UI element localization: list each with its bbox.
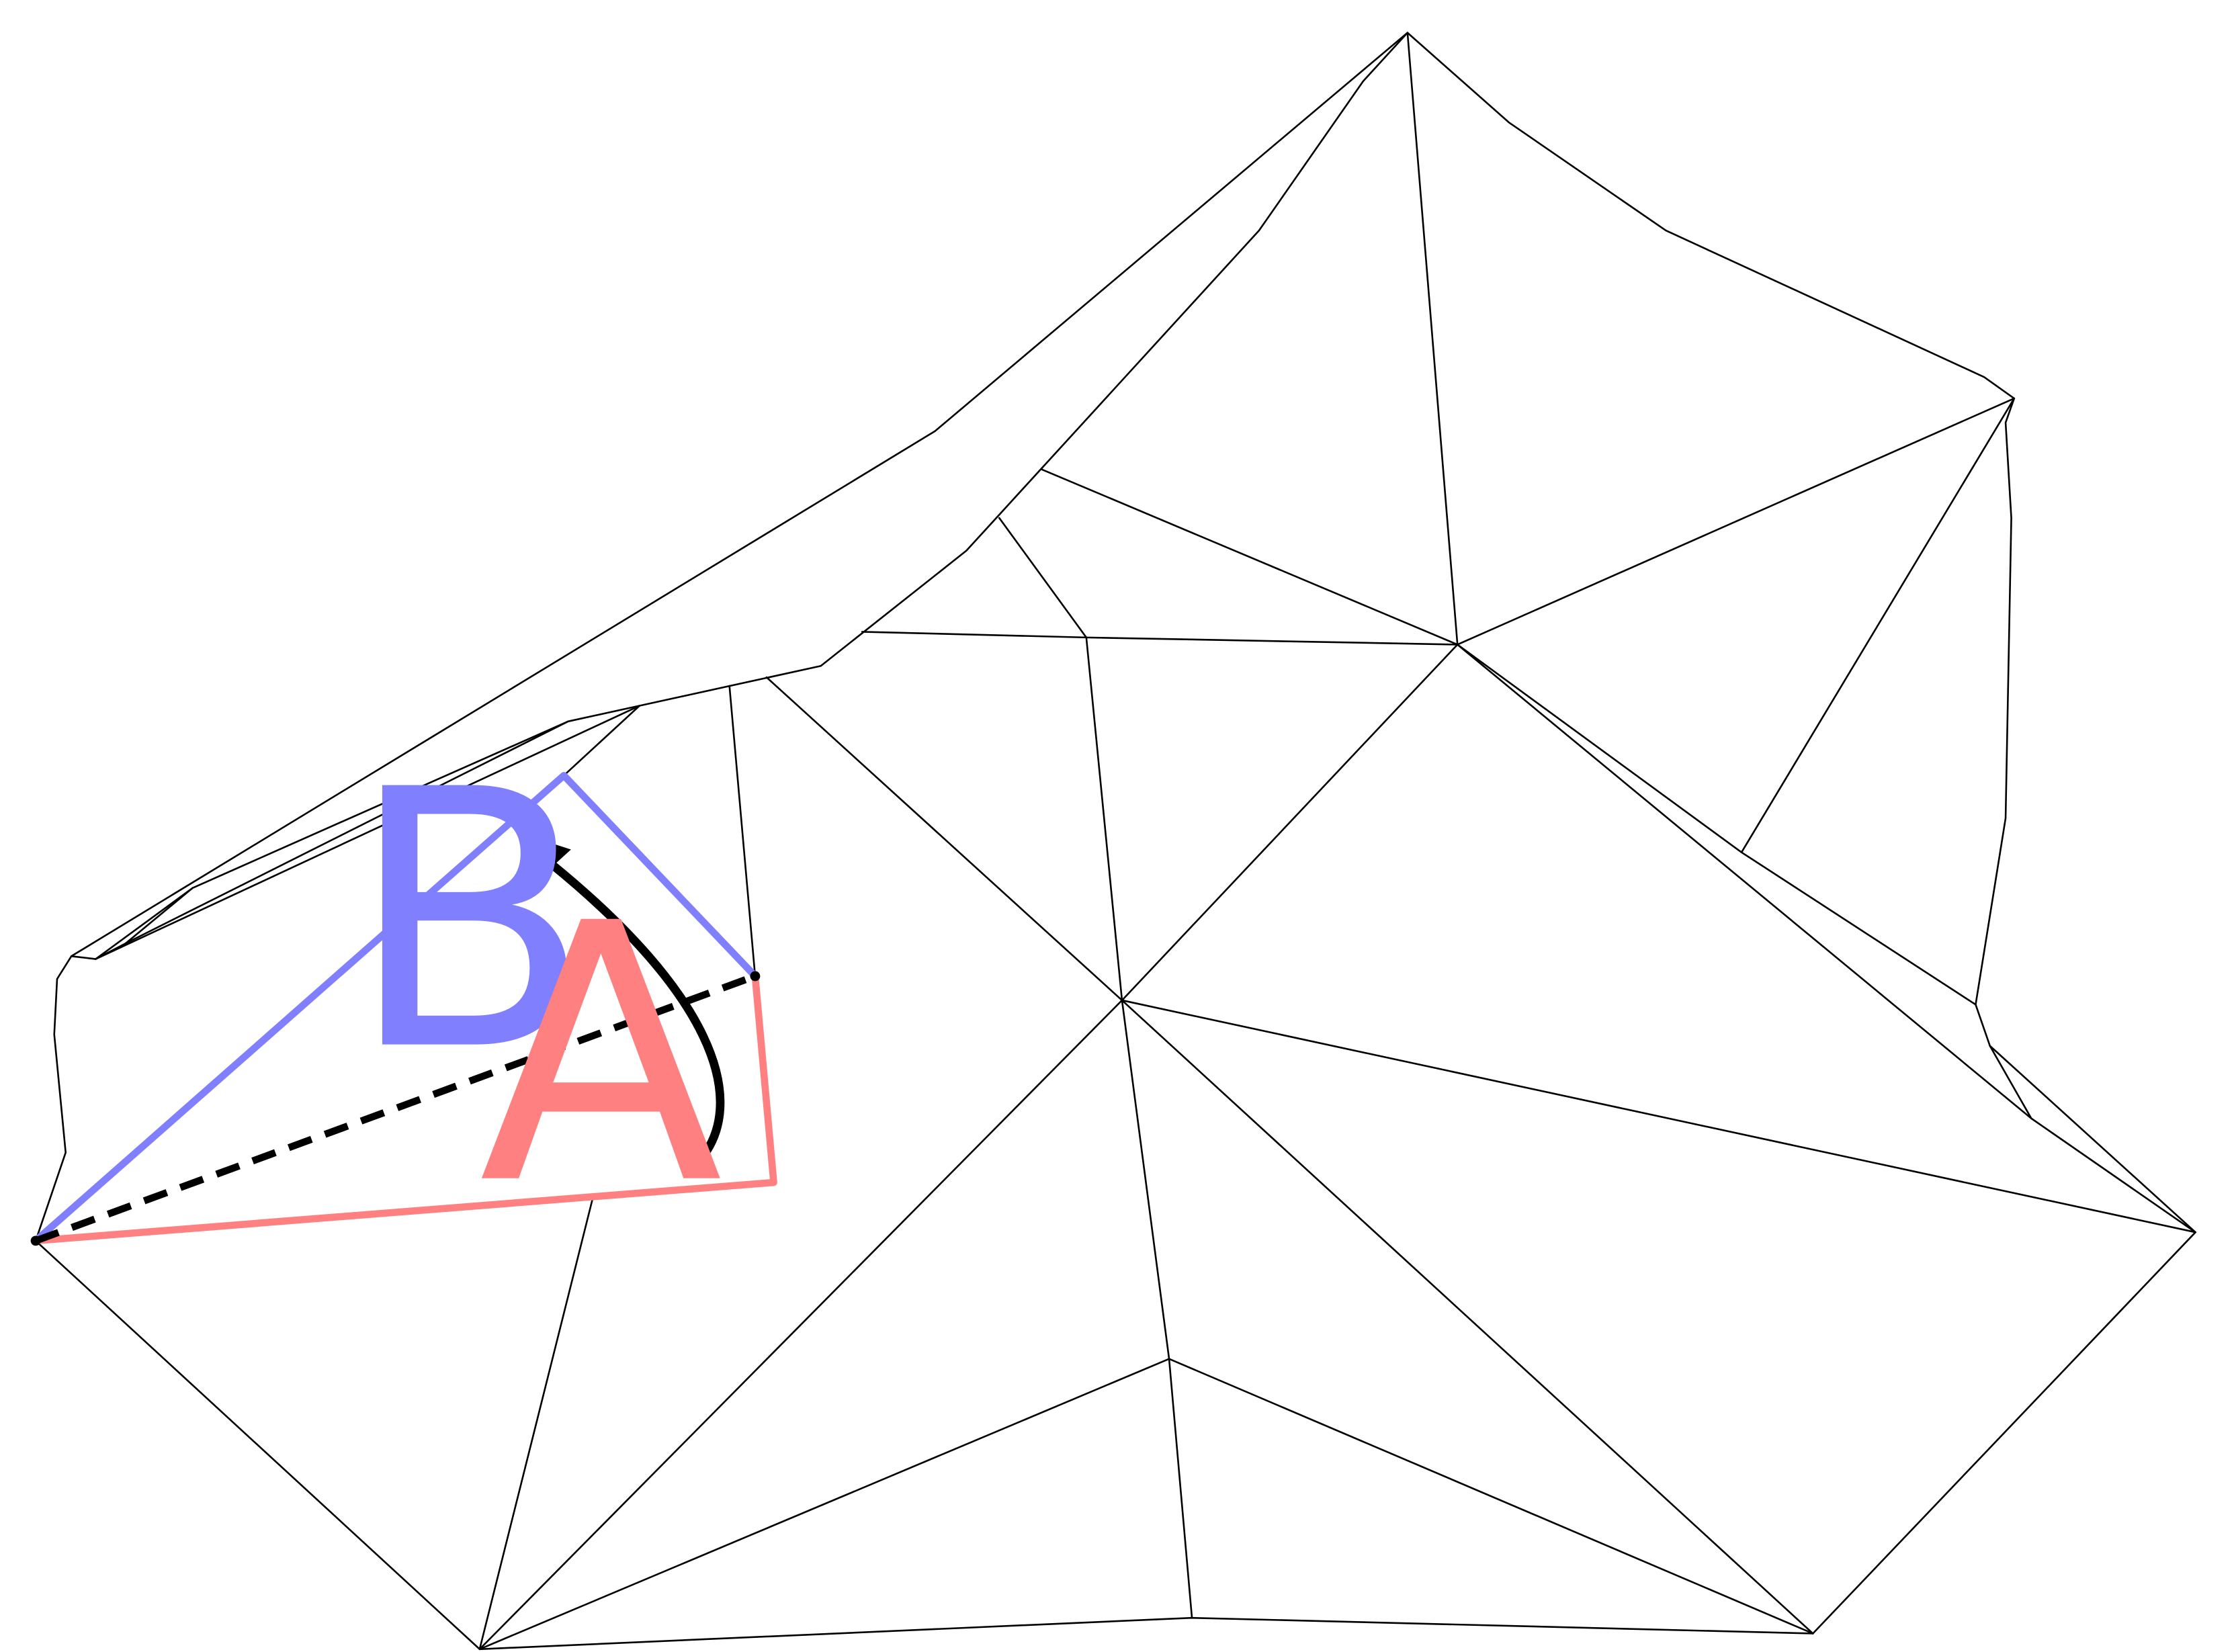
mesh-edge bbox=[1408, 33, 1457, 645]
mesh-edge bbox=[1042, 470, 1457, 645]
mesh-edge bbox=[1122, 1000, 1192, 1618]
mesh-edge bbox=[126, 888, 193, 944]
flip-arrow bbox=[546, 859, 725, 1156]
mesh-edge bbox=[480, 1199, 593, 1649]
mesh-edge bbox=[95, 706, 639, 959]
flip-diagonal bbox=[34, 972, 757, 1244]
mesh-edge bbox=[1457, 398, 2014, 644]
vertex-marker bbox=[750, 971, 761, 982]
vertex-marker bbox=[30, 1235, 41, 1246]
flip-arrow-head bbox=[522, 834, 571, 883]
mesh-edge bbox=[1122, 1000, 1813, 1634]
mesh-edge bbox=[862, 632, 1457, 644]
mesh-edge bbox=[1990, 1046, 2196, 1232]
mesh-edge bbox=[36, 33, 2196, 1649]
triangle-a-outline bbox=[35, 975, 777, 1245]
mesh-edge bbox=[1457, 644, 2031, 1118]
mesh-edge bbox=[71, 33, 1408, 959]
mesh-edge bbox=[1086, 638, 1122, 1000]
mesh-edge bbox=[1169, 1359, 1813, 1634]
mesh-edge bbox=[1122, 644, 1457, 1000]
mesh-edge bbox=[1122, 1000, 2196, 1232]
mesh-edge bbox=[1457, 644, 1975, 1004]
label-b: B bbox=[347, 715, 592, 1129]
label-a: A bbox=[479, 849, 724, 1262]
mesh-edge bbox=[1742, 398, 2014, 853]
mesh-edge bbox=[480, 1359, 1169, 1649]
triangle-b-outline bbox=[33, 772, 758, 1244]
mesh-edge bbox=[767, 677, 1122, 1000]
triangulation-mesh bbox=[36, 33, 2196, 1649]
mesh-edge bbox=[999, 518, 1086, 638]
mesh-edge bbox=[730, 686, 755, 976]
mesh-edge bbox=[480, 1000, 1122, 1649]
